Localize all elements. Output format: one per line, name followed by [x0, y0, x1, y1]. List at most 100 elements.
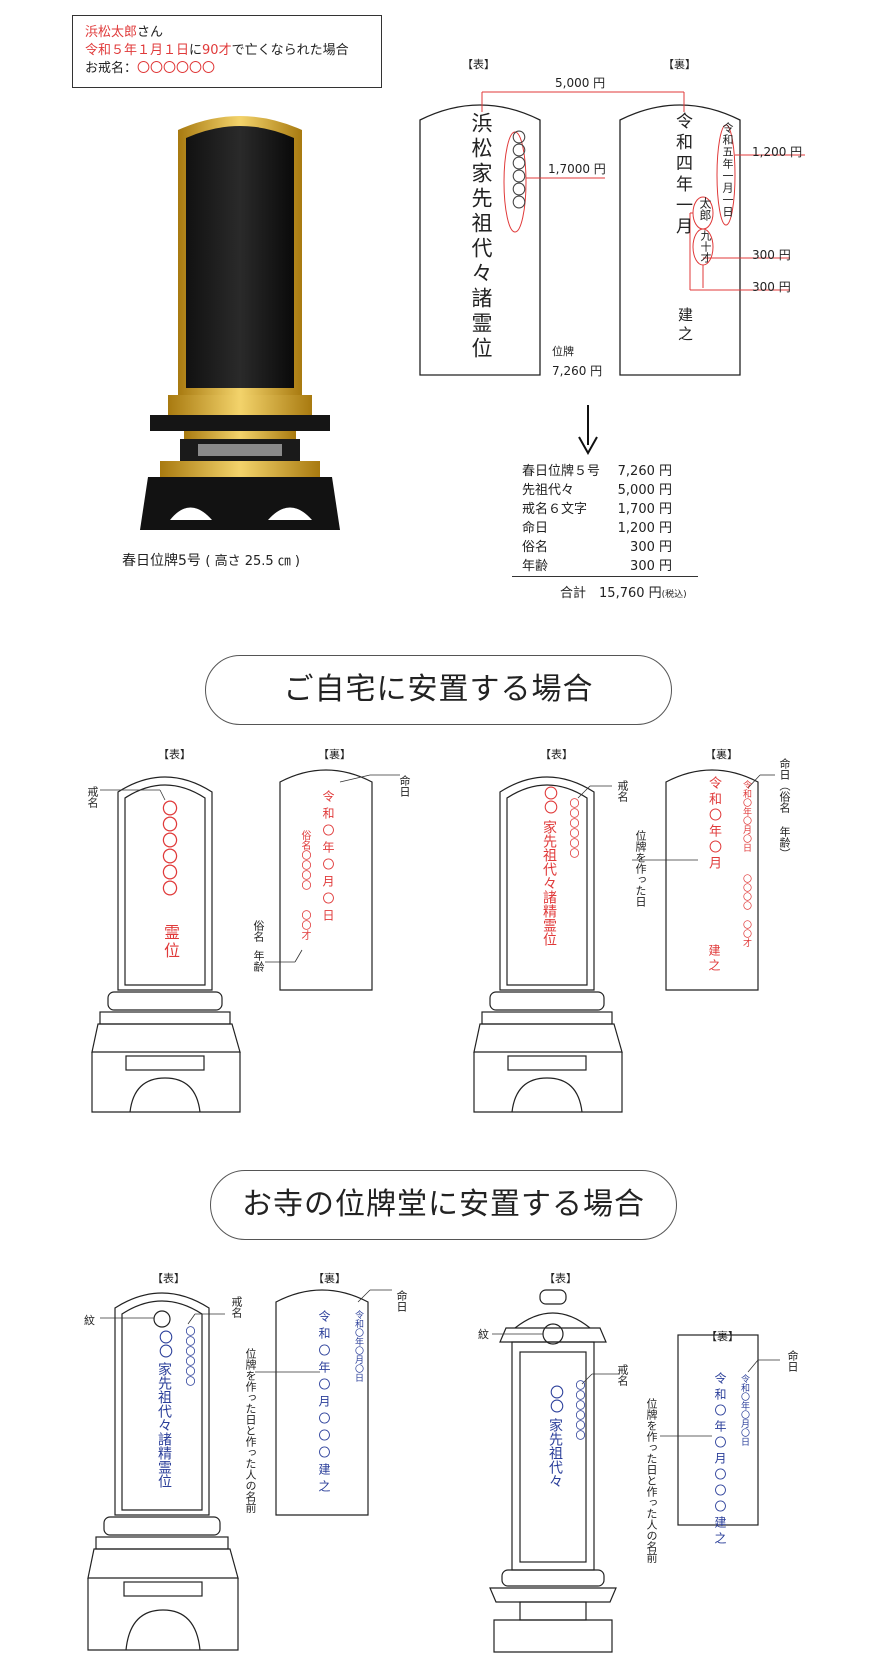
ihai-product-image: [140, 116, 340, 530]
section1-tablet-drawings: [91, 769, 775, 1113]
s1-label-name: 俗名: [252, 920, 265, 942]
s1b-back-name: 〇〇〇〇: [741, 874, 751, 910]
example-front-label: 【表】: [462, 58, 495, 71]
total-note: (税込): [661, 590, 687, 600]
date-mid: に: [189, 43, 203, 58]
example-back-built: 建之: [676, 307, 694, 345]
s1b-label-made: 位牌を作った日: [634, 830, 647, 907]
ihai-price: 7,260 円: [552, 364, 603, 378]
summary-row-3: 命日 1,200 円: [522, 519, 672, 538]
price-summary: 春日位牌５号 7,260 円 先祖代々 5,000 円 戒名６文字 1,700 円 命…: [522, 462, 672, 576]
death-date: 令和５年１月１日: [85, 43, 190, 58]
s2b-front-head: 〇〇: [548, 1385, 564, 1413]
name-suffix: さん: [137, 25, 164, 40]
s2-label-kaimyo: 戒名: [230, 1296, 243, 1318]
summary-total: 合計 15,760 円(税込): [560, 582, 687, 601]
section-home-title: ご自宅に安置する場合: [205, 655, 672, 725]
s2b-label-kaimyo: 戒名: [616, 1364, 629, 1386]
example-back-main: 令和四年一月: [672, 112, 692, 238]
s2a-back-main: 令和〇年〇月〇〇〇建之: [317, 1310, 331, 1497]
death-age: 90才: [202, 43, 232, 58]
example-back-age: 九十才: [699, 230, 712, 263]
price-name: 300 円: [752, 248, 791, 262]
deceased-name: 浜松太郎: [85, 25, 138, 40]
summary-row-5: 年齢 300 円: [522, 557, 672, 576]
summary-row-2: 戒名６文字 1,700 円: [522, 500, 672, 519]
s1b-back-age: 〇〇才: [741, 920, 751, 947]
section-temple-title: お寺の位牌堂に安置する場合: [210, 1170, 677, 1240]
s2b-back-main: 令和〇年〇月〇〇〇建之: [713, 1372, 727, 1548]
price-kaimyo: 1,7000 円: [548, 162, 606, 176]
s2b-front-text: 家先祖代々: [547, 1418, 563, 1488]
s1b-back-built: 建之: [707, 944, 721, 974]
s1b-front-label: 【表】: [540, 748, 573, 761]
section2-tablet-drawings: [87, 1289, 780, 1653]
summary-value: 1,200 円: [617, 521, 672, 536]
s1a-front-label: 【表】: [158, 748, 191, 761]
s1-label-meinichi: 命日: [398, 775, 411, 797]
s2a-front-text: 家先祖代々諸精霊位: [156, 1362, 172, 1488]
s2a-back-label: 【裏】: [313, 1272, 346, 1285]
product-caption: 春日位牌5号 ( 高さ 25.5 ㎝ ): [122, 550, 300, 570]
s1b-back-date: 令和〇年〇月〇日: [741, 780, 751, 852]
s1a-front-end: 霊位: [161, 924, 180, 960]
example-back-date: 令和五年一月一日: [721, 122, 734, 218]
example-back-label: 【裏】: [663, 58, 696, 71]
caption-name: 春日位牌5号: [122, 553, 201, 569]
total-value: 15,760 円: [599, 586, 662, 601]
s1a-back-age: 〇〇才: [299, 910, 310, 940]
s2b-label-mon: 紋: [478, 1328, 489, 1341]
summary-row-4: 俗名 300 円: [522, 538, 672, 557]
s2b-back-date: 令和〇年〇月〇日: [739, 1374, 749, 1446]
summary-label: 俗名: [522, 540, 549, 555]
s1-label-age: 年齢: [252, 950, 265, 972]
date-suffix: で亡くなられた場合: [231, 43, 349, 58]
s2a-back-date: 令和〇年〇月〇日: [353, 1310, 363, 1382]
price-date: 1,200 円: [752, 145, 803, 159]
s1b-front-text: 家先祖代々諸精霊位: [541, 820, 557, 946]
example-back-name: 太郎: [698, 197, 712, 221]
example-tablet-outlines: [419, 91, 805, 376]
down-arrow-icon: [578, 405, 598, 455]
s1b-label-kaimyo: 戒名: [616, 780, 629, 802]
kaimyo-label: お戒名：: [85, 61, 138, 76]
s1b-front-circles: 〇〇〇〇〇〇: [567, 798, 578, 858]
s1a-back-main: 令和〇年〇月〇日: [321, 790, 335, 926]
s1b-label-right: 命日（俗名 年齢）: [778, 758, 791, 859]
summary-row-0: 春日位牌５号 7,260 円: [522, 462, 672, 481]
deceased-info-box: 浜松太郎さん 令和５年１月１日に90才で亡くなられた場合 お戒名：〇〇〇〇〇〇: [72, 15, 382, 88]
s1b-back-label: 【裏】: [705, 748, 738, 761]
s2a-front-circles: 〇〇〇〇〇〇: [183, 1326, 194, 1386]
s2-label-mon: 紋: [84, 1314, 95, 1327]
kaimyo-value: 〇〇〇〇〇〇: [137, 61, 216, 76]
s2b-label-meinichi: 命日: [786, 1350, 799, 1372]
summary-row-1: 先祖代々 5,000 円: [522, 481, 672, 500]
summary-divider: [512, 576, 698, 577]
summary-value: 5,000 円: [617, 483, 672, 498]
s1a-back-label: 【裏】: [318, 748, 351, 761]
summary-value: 7,260 円: [617, 464, 672, 479]
s2a-front-head: 〇〇: [157, 1330, 173, 1358]
s1b-back-main: 令和〇年〇月: [706, 776, 721, 872]
summary-label: 戒名６文字: [522, 502, 588, 517]
price-age: 300 円: [752, 280, 791, 294]
s1a-back-name: 俗名〇〇〇〇: [299, 830, 310, 890]
price-ancestors: 5,000 円: [555, 76, 606, 90]
summary-label: 春日位牌５号: [522, 464, 601, 479]
summary-value: 300 円: [630, 540, 672, 555]
s2-label-made: 位牌を作った日と作った人の名前: [244, 1348, 257, 1513]
s1-label-kaimyo: 戒名: [86, 786, 99, 808]
s2-label-meinichi: 命日: [395, 1290, 408, 1312]
ihai-label: 位牌: [552, 345, 574, 358]
summary-value: 1,700 円: [617, 502, 672, 517]
total-label: 合計: [560, 586, 587, 601]
summary-label: 年齢: [522, 559, 549, 574]
example-kaimyo-circles: 〇〇〇〇〇〇: [510, 130, 526, 208]
summary-value: 300 円: [630, 559, 672, 574]
summary-label: 先祖代々: [522, 483, 575, 498]
s2a-front-label: 【表】: [152, 1272, 185, 1285]
summary-label: 命日: [522, 521, 549, 536]
s1a-front-circles: 〇〇〇〇〇〇: [159, 800, 178, 896]
s2b-front-label: 【表】: [544, 1272, 577, 1285]
s2b-front-circles: 〇〇〇〇〇〇: [573, 1380, 584, 1440]
